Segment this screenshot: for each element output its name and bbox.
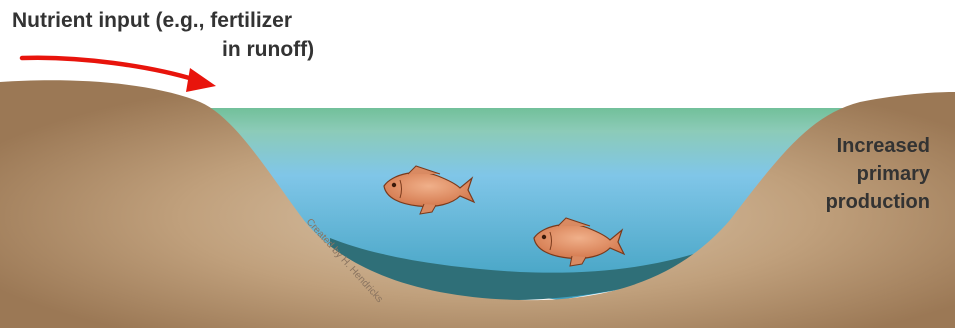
increased-production-label-line2: primary [857, 163, 931, 185]
increased-production-label-line1: Increased [837, 135, 930, 157]
increased-production-label-line3: production [826, 191, 930, 213]
nutrient-input-label-line2: in runoff) [222, 38, 314, 61]
nutrient-input-label-line1: Nutrient input (e.g., fertilizer [12, 9, 292, 32]
